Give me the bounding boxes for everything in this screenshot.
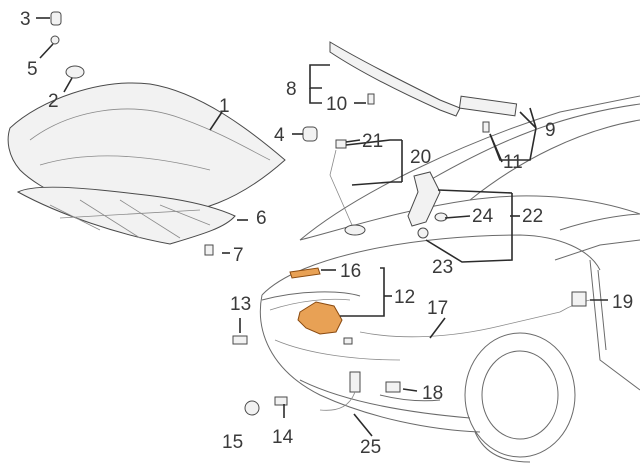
hood-lock-highlight: [289, 267, 343, 335]
callout-17: 17: [427, 298, 448, 319]
callout-2: 2: [48, 91, 59, 112]
callout-22: 22: [522, 206, 543, 227]
callout-16: 16: [340, 261, 361, 282]
callout-14: 14: [272, 427, 294, 448]
hood-insulator: [16, 186, 236, 245]
car-body-outline: [259, 95, 640, 463]
callout-15: 15: [222, 432, 243, 453]
callout-7: 7: [233, 245, 244, 266]
callout-20: 20: [410, 147, 431, 168]
callout-labels: 1 2 3 4 5 6 7 8 9 10 11 12 13 14 15 16 1…: [20, 9, 633, 458]
callout-9: 9: [545, 120, 556, 141]
callout-1: 1: [219, 96, 230, 117]
callout-21: 21: [362, 131, 383, 152]
callout-10: 10: [326, 94, 347, 115]
leader-lines: [36, 17, 608, 437]
callout-8: 8: [286, 79, 297, 100]
hood-panel: [7, 82, 286, 219]
callout-13: 13: [230, 294, 251, 315]
callout-23: 23: [432, 257, 453, 278]
callout-19: 19: [612, 292, 633, 313]
callout-5: 5: [27, 59, 38, 80]
callout-24: 24: [472, 206, 494, 227]
callout-6: 6: [256, 208, 267, 229]
callout-11: 11: [503, 152, 523, 173]
callout-25: 25: [360, 437, 381, 458]
callout-4: 4: [274, 125, 285, 146]
callout-3: 3: [20, 9, 31, 30]
callout-12: 12: [394, 287, 415, 308]
callout-18: 18: [422, 383, 443, 404]
part-shapes: [50, 11, 587, 416]
